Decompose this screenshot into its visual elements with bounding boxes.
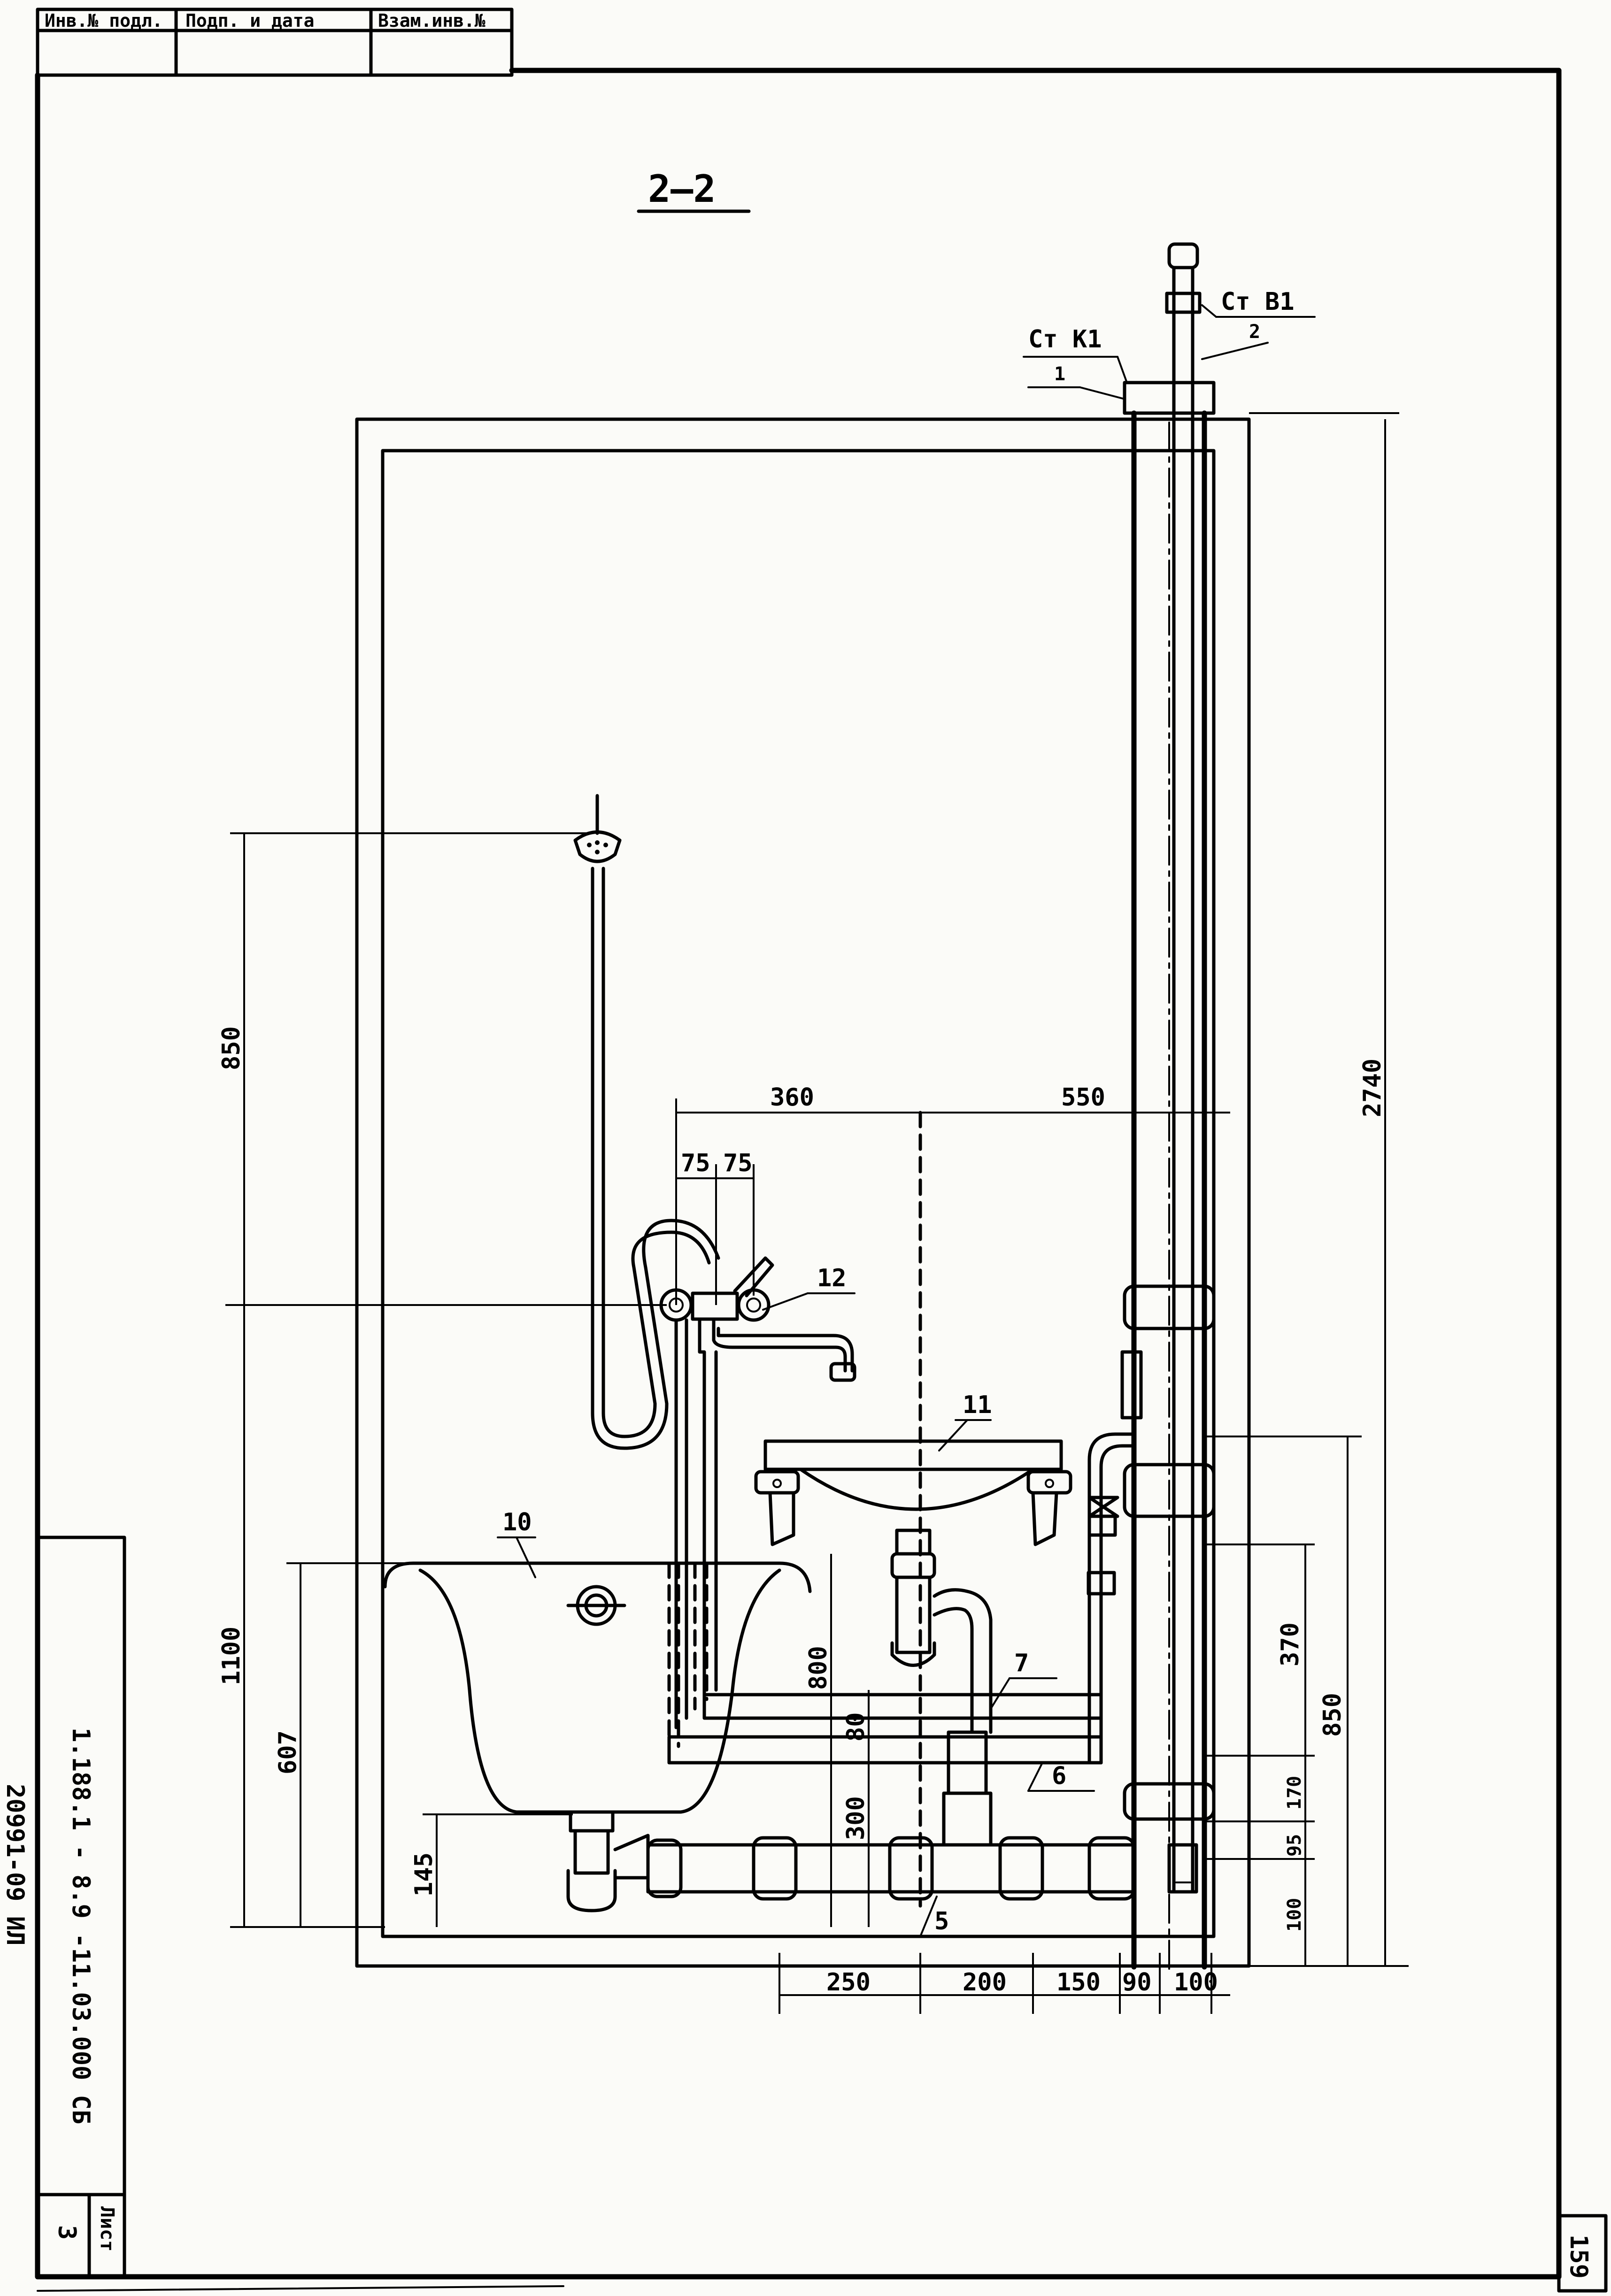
sheet-label: Лист (96, 2206, 118, 2251)
dim-550: 550 (1061, 1083, 1105, 1112)
dim-145: 145 (410, 1852, 438, 1897)
dim-2740: 2740 (1358, 1059, 1387, 1117)
callout-6: 6 (1052, 1762, 1066, 1790)
shower-assembly (573, 794, 720, 1450)
stamp-col-replace: Взам.инв.№ (378, 10, 486, 31)
doc-code: 1.188.1 - 8.9 -11.03.000 СБ (67, 1728, 95, 2124)
dim-850-left: 850 (217, 1026, 246, 1070)
dim-80: 80 (842, 1712, 870, 1742)
dim-100-right: 100 (1284, 1898, 1305, 1932)
hidden-pipes (667, 1561, 709, 1758)
page-number-box: 159 (1557, 2214, 1608, 2293)
callout-12: 12 (817, 1264, 847, 1292)
dim-200: 200 (963, 1968, 1007, 1997)
stamp-col-inv: Инв.№ подл. (45, 10, 163, 31)
title-block: 1.188.1 - 8.9 -11.03.000 СБ Лист 3 20991… (1, 1536, 126, 2279)
sheet-number: 3 (53, 2225, 81, 2240)
callout-11: 11 (963, 1391, 992, 1419)
dim-95: 95 (1284, 1834, 1305, 1857)
stamp-table: Инв.№ подл. Подп. и дата Взам.инв.№ (36, 8, 514, 77)
wash-basin: 11 (754, 1111, 1072, 1908)
callout-7: 7 (1014, 1649, 1029, 1677)
side-note: 20991-09 ИЛ (1, 1784, 29, 1945)
section-title-text: 2—2 (648, 167, 716, 211)
section-title: 2—2 (637, 167, 751, 213)
dim-370: 370 (1276, 1622, 1304, 1666)
riser-sewer-label: Ст К1 (1028, 325, 1102, 353)
dim-607: 607 (274, 1730, 302, 1774)
water-pipe-6-7: 7 6 (667, 1432, 1136, 1792)
page-number: 159 (1565, 2235, 1593, 2279)
room-walls (355, 417, 1251, 1968)
sheet-frame (35, 68, 1562, 2292)
riser-labels: Ст К1 Ст В1 1 2 (1023, 288, 1316, 400)
riser-water (1165, 242, 1202, 1894)
callout-10: 10 (502, 1508, 532, 1536)
callout-2: 2 (1249, 321, 1260, 343)
dim-170: 170 (1284, 1776, 1305, 1810)
stamp-col-sign: Подп. и дата (185, 10, 315, 31)
dim-75-b: 75 (723, 1149, 753, 1177)
bathtub: 10 (383, 1508, 812, 1912)
dim-850-right: 850 (1318, 1693, 1347, 1737)
dim-150: 150 (1056, 1968, 1101, 1997)
dim-300: 300 (842, 1796, 870, 1840)
riser-water-label: Ст В1 (1221, 288, 1295, 316)
dim-75-a: 75 (681, 1149, 710, 1177)
callout-1: 1 (1054, 363, 1065, 385)
dim-360: 360 (770, 1083, 814, 1112)
dim-1100: 1100 (217, 1627, 246, 1685)
callout-5: 5 (934, 1907, 949, 1935)
sewer-pipe-5: 5 (646, 1730, 1136, 1937)
dim-100-bottom: 100 (1174, 1968, 1218, 1997)
dim-90: 90 (1122, 1968, 1152, 1997)
dim-250: 250 (826, 1968, 871, 1997)
dim-800: 800 (804, 1646, 832, 1690)
dimensions: 850 1100 607 145 360 550 75 75 800 80 30… (217, 412, 1409, 2014)
riser-sewer (1120, 381, 1216, 1973)
